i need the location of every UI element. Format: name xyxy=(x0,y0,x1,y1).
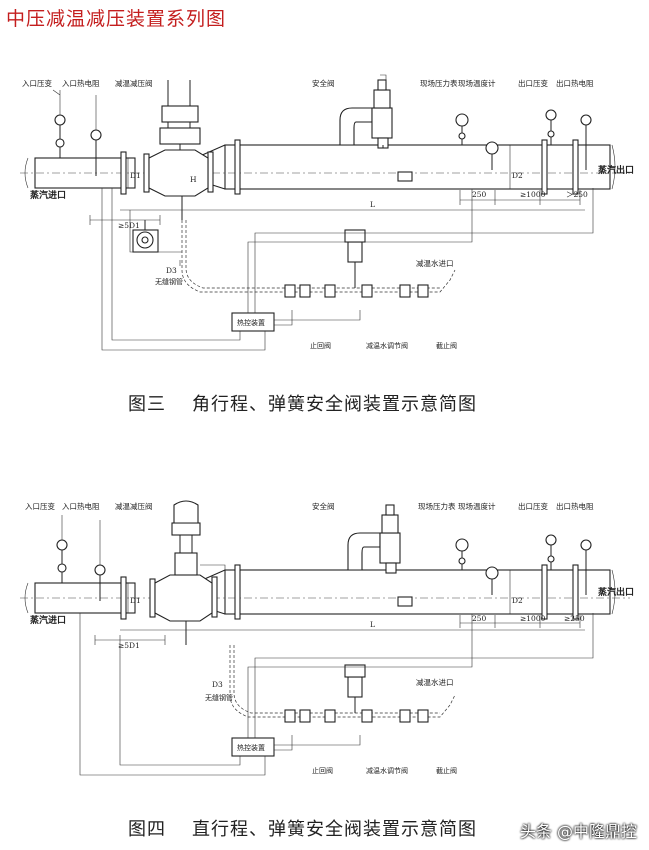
figure-4-caption: 图四直行程、弹簧安全阀装置示意简图 xyxy=(128,819,477,840)
dim-250a: 250 xyxy=(472,614,487,623)
reducing-valve xyxy=(148,80,209,220)
label-safety-valve: 安全阀 xyxy=(312,501,335,511)
inlet-pressure-transmitter xyxy=(56,515,68,583)
dim-5d1: ≥5D1 xyxy=(118,641,140,650)
label-seamless-pipe: 无缝钢管 xyxy=(155,277,183,286)
site-pressure-gauge xyxy=(455,538,469,570)
outlet-pressure-transmitter xyxy=(545,534,557,570)
thermal-control-cabinet xyxy=(231,737,275,757)
inlet-thermal-resistor xyxy=(90,95,102,176)
dim-5d1: ≥5D1 xyxy=(118,221,140,230)
label-water-regulator: 减温水调节阀 xyxy=(366,766,408,775)
label-water-regulator: 减温水调节阀 xyxy=(366,341,408,350)
water-regulating-valve xyxy=(344,664,366,713)
page-title: 中压减温减压装置系列图 xyxy=(6,8,227,30)
label-water-inlet: 减温水进口 xyxy=(416,258,454,268)
dim-250b: ≥250 xyxy=(564,614,585,623)
label-outlet-pressure: 出口压变 xyxy=(518,78,548,88)
label-thermal-control: 热控装置 xyxy=(237,318,265,327)
outlet-pressure-transmitter xyxy=(545,109,557,145)
desuperheating-water-line xyxy=(229,645,456,723)
thermal-control-cabinet xyxy=(231,312,275,332)
label-site-pressure-gauge: 现场压力表 xyxy=(418,501,456,511)
dim-d2: D2 xyxy=(512,171,523,180)
label-steam-inlet: 蒸汽进口 xyxy=(30,614,66,626)
label-water-inlet: 减温水进口 xyxy=(416,677,454,687)
label-steam-outlet: 蒸汽出口 xyxy=(598,164,634,176)
label-steam-outlet: 蒸汽出口 xyxy=(598,586,634,598)
label-inlet-pressure: 入口压变 xyxy=(25,501,55,511)
label-shutoff-valve: 截止阀 xyxy=(436,341,457,350)
label-outlet-pressure: 出口压变 xyxy=(518,501,548,511)
label-inlet-pressure: 入口压变 xyxy=(22,78,52,88)
safety-valve xyxy=(339,79,393,149)
site-thermometer xyxy=(485,566,499,595)
figure-3-caption: 图三角行程、弹簧安全阀装置示意简图 xyxy=(128,394,477,415)
label-safety-valve: 安全阀 xyxy=(312,78,335,88)
label-site-thermometer: 现场温度计 xyxy=(458,501,496,511)
label-reducing-valve: 减温减压阀 xyxy=(115,78,153,88)
outlet-thermal-resistor xyxy=(580,539,592,595)
figure-4-diagram: 入口压变 入口热电阻 减温减压阀 安全阀 现场压力表 现场温度计 出口压变 出口… xyxy=(20,500,634,776)
label-shutoff-valve: 截止阀 xyxy=(436,766,457,775)
outlet-thermal-resistor xyxy=(580,114,592,170)
dim-l: L xyxy=(370,200,375,209)
label-steam-inlet: 蒸汽进口 xyxy=(30,189,66,201)
label-outlet-thermal: 出口热电阻 xyxy=(556,78,594,88)
dim-d1: D1 xyxy=(130,596,141,605)
label-site-pressure-gauge: 现场压力表 xyxy=(420,78,458,88)
dim-d1: D1 xyxy=(130,171,141,180)
dim-250b: ＞250 xyxy=(566,190,588,199)
watermark: 头条 @中隆鼎控 xyxy=(519,822,637,841)
dim-d2: D2 xyxy=(512,596,523,605)
label-inlet-thermal: 入口热电阻 xyxy=(62,501,100,511)
inlet-thermal-resistor xyxy=(94,520,106,601)
site-thermometer xyxy=(485,141,499,170)
reducing-valve xyxy=(154,500,226,645)
outlet-pipe xyxy=(224,569,611,615)
label-inlet-thermal: 入口热电阻 xyxy=(62,78,100,88)
outlet-pipe xyxy=(224,144,611,190)
label-reducing-valve: 减温减压阀 xyxy=(115,501,153,511)
label-site-thermometer: 现场温度计 xyxy=(458,78,496,88)
dim-d3: D3 xyxy=(166,266,177,275)
dim-1000: ≥1000 xyxy=(520,190,546,199)
inlet-pressure-transmitter xyxy=(52,89,66,158)
dim-250a: 250 xyxy=(472,190,487,199)
site-pressure-gauge xyxy=(455,113,469,145)
dim-d3: D3 xyxy=(212,680,223,689)
dim-l: L xyxy=(370,620,375,629)
dim-1000: ≥1000 xyxy=(520,614,546,623)
desuperheating-water-line xyxy=(181,220,456,298)
label-outlet-thermal: 出口热电阻 xyxy=(556,501,594,511)
dim-h: H xyxy=(190,175,197,184)
safety-valve xyxy=(347,504,401,574)
angle-actuator xyxy=(132,220,159,253)
water-regulating-valve xyxy=(344,229,366,288)
label-thermal-control: 热控装置 xyxy=(237,743,265,752)
label-check-valve: 止回阀 xyxy=(310,341,331,350)
figure-3-diagram: 入口压变 入口热电阻 减温减压阀 安全阀 现场压力表 现场温度计 出口压变 出口… xyxy=(20,74,634,351)
label-check-valve: 止回阀 xyxy=(312,766,333,775)
label-seamless-pipe: 无缝钢管 xyxy=(205,693,233,702)
